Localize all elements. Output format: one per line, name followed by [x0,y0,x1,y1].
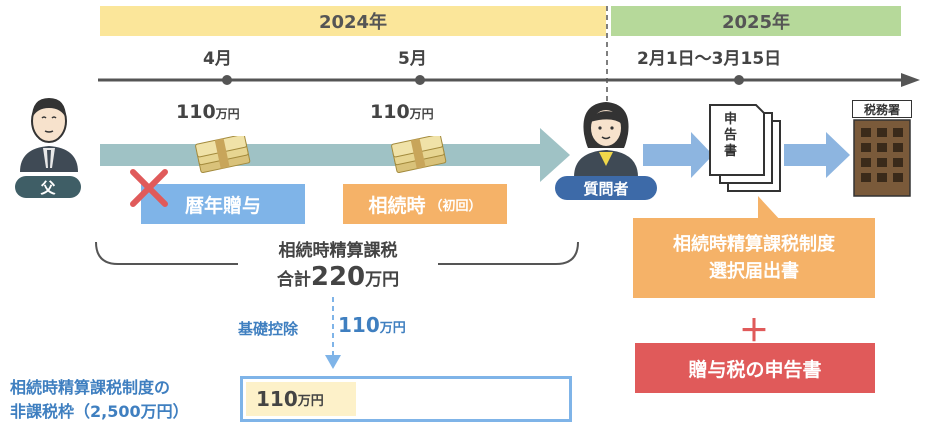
father-avatar-icon [20,98,78,172]
gift2-amount: 110万円 [370,101,434,123]
money-bundle-icon [391,136,447,174]
sum-label-line1: 相続時精算課税 [278,241,398,261]
inheritance-first-note: （初回） [429,198,482,214]
sum-unit: 万円 [365,270,400,290]
gift1-amount-value: 110 [176,101,216,123]
tax-office-sign: 税務署 [852,100,912,118]
gift2-amount-value: 110 [370,101,410,123]
limit-bar-amount: 110 [256,387,298,411]
deduction-amount-value: 110 [338,313,380,337]
timeline-dot-april [222,75,232,85]
calendar-gift-tag: 暦年贈与 [141,184,305,224]
callout-pointer [758,196,782,222]
filing-arrow [643,132,713,178]
limit-label-line1: 相続時精算課税制度の [10,378,171,397]
year-2024-band: 2024年 [100,6,606,36]
month-may: 5月 [398,49,427,69]
selection-form-line1: 相続時精算課税制度 [673,234,835,255]
deduction-amount-unit: 万円 [379,321,406,336]
timeline-dot-filing [734,75,744,85]
submit-arrow [784,132,850,178]
father-tag: 父 [15,176,81,198]
calendar-gift-label: 暦年贈与 [184,194,261,217]
sum-label-line2: 合計220万円 [238,262,438,292]
gift-tax-return-label: 贈与税の申告書 [688,358,822,381]
asker-avatar-icon [574,102,638,177]
gift-tax-return-box: 贈与税の申告書 [635,343,875,393]
limit-bar-unit: 万円 [297,393,324,409]
year-2025-band: 2025年 [611,6,901,36]
tax-form-document-icon [709,104,781,192]
timeline-arrow [98,73,920,87]
month-april: 4月 [203,49,232,69]
inheritance-first-label: 相続時 [368,194,426,217]
asker-label: 質問者 [583,179,629,198]
sum-bracket [95,241,579,265]
month-feb-mar: 2月1日〜3月15日 [637,49,782,69]
asker-tag: 質問者 [555,176,657,200]
tax-office-sign-label: 税務署 [863,102,900,117]
year-divider [606,6,608,196]
deduction-label: 基礎控除 [238,318,298,339]
father-label: 父 [40,178,56,197]
year-2025-label: 2025年 [721,12,791,33]
money-bundle-icon [195,136,251,174]
limit-label-line2: 非課税枠（2,500万円） [10,402,189,421]
year-2024-label: 2024年 [318,12,388,33]
deduction-amount: 110万円 [338,313,406,337]
sum-prefix: 合計 [276,270,311,290]
inheritance-first-tag: 相続時 （初回） [343,184,507,224]
tax-form-text: 申告書 [724,112,740,160]
deduction-text: 基礎控除 [238,320,299,338]
gift1-amount-unit: 万円 [215,107,240,121]
tax-office-building-icon [853,119,911,197]
gift2-amount-unit: 万円 [409,107,434,121]
tax-form-label: 申告書 [724,112,738,159]
gift1-amount: 110万円 [176,101,240,123]
cross-mark-icon [130,169,168,207]
selection-form-line2: 選択届出書 [709,261,799,282]
selection-form-box: 相続時精算課税制度 選択届出書 [633,218,875,298]
sum-amount: 220 [310,262,366,292]
timeline-dot-may [415,75,425,85]
deduction-arrow [325,297,341,369]
